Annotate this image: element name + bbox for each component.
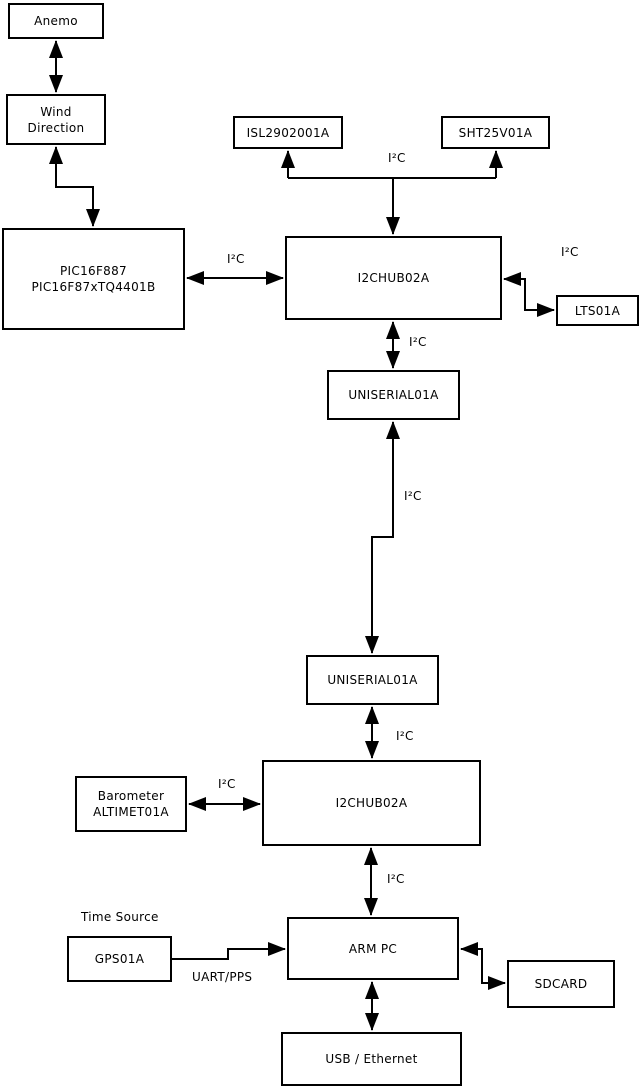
connector-armpc-sdcard [460, 942, 506, 990]
connector-uniserial-uniserial [365, 421, 400, 654]
uart-pps-label: UART/PPS [192, 970, 253, 984]
i2c-label-long-link: I²C [404, 489, 422, 503]
i2c-label-hub-uniserial: I²C [409, 335, 427, 349]
i2c-label-bus-top: I²C [388, 151, 406, 165]
sht25v01a-box: SHT25V01A [441, 116, 550, 149]
usb-ethernet-box: USB / Ethernet [281, 1032, 462, 1086]
i2c-label-barometer-hub2: I²C [218, 777, 236, 791]
barometer-altimet01a-box: Barometer ALTIMET01A [75, 776, 187, 832]
i2c-label-hub-lts: I²C [561, 245, 579, 259]
connector-i2chub-lts [503, 272, 555, 317]
wind-direction-box: Wind Direction [6, 94, 106, 145]
sdcard-box: SDCARD [507, 960, 615, 1008]
arm-pc-box: ARM PC [287, 917, 459, 980]
anemo-box: Anemo [8, 3, 104, 39]
connector-gps-armpc [172, 942, 286, 960]
connector-winddirection-pic [49, 146, 100, 227]
i2chub02a-bottom-box: I2CHUB02A [262, 760, 481, 846]
lts01a-box: LTS01A [556, 295, 639, 326]
isl2902001a-box: ISL2902001A [233, 116, 343, 149]
i2c-label-pic-hub: I²C [227, 252, 245, 266]
uniserial01a-top-box: UNISERIAL01A [327, 370, 460, 420]
i2chub02a-top-box: I2CHUB02A [285, 236, 502, 320]
gps01a-box: GPS01A [67, 936, 172, 982]
time-source-label: Time Source [81, 910, 159, 924]
pic16f887-box: PIC16F887 PIC16F87xTQ4401B [2, 228, 185, 330]
uniserial01a-bottom-box: UNISERIAL01A [306, 655, 439, 705]
i2c-label-uniserial-hub2: I²C [396, 729, 414, 743]
i2c-label-hub2-armpc: I²C [387, 872, 405, 886]
